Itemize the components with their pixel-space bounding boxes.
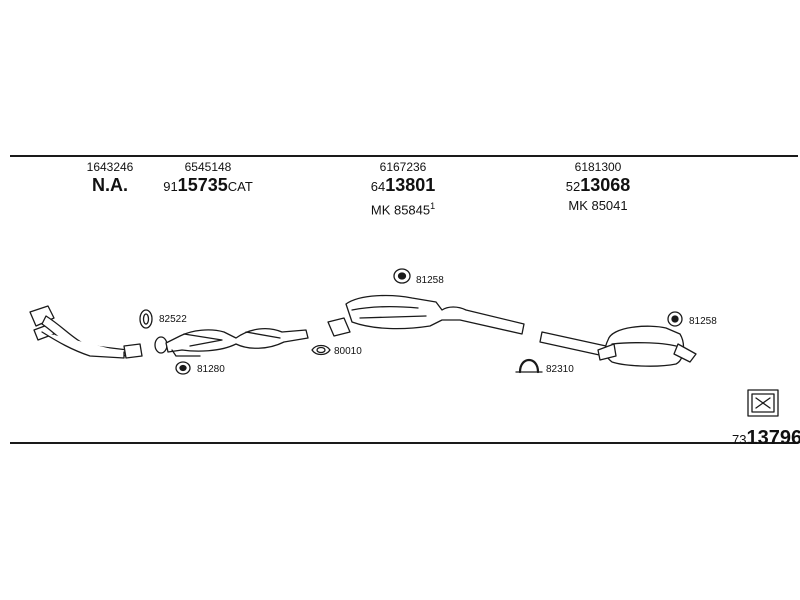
mounting-kit-number: MK 85041 bbox=[568, 198, 628, 213]
mounting-kit: MK 858451 bbox=[371, 198, 436, 218]
header-column-1: 1643246 N.A. bbox=[87, 160, 134, 196]
mounting-kit: MK 85041 bbox=[566, 198, 631, 214]
u-clamp-icon bbox=[515, 358, 543, 374]
part-label-gasket-2: 80010 bbox=[334, 346, 362, 357]
top-rule bbox=[10, 155, 798, 157]
part-number-main: 15735 bbox=[177, 175, 228, 195]
rubber-mount-icon bbox=[393, 268, 411, 284]
part-label-mount: 81258 bbox=[416, 275, 444, 286]
original-ref: 1643246 bbox=[86, 160, 134, 174]
part-number-prefix: 52 bbox=[565, 179, 581, 194]
part-label-gasket: 82522 bbox=[159, 314, 187, 325]
logo-icon bbox=[747, 389, 779, 417]
rubber-mount-icon-rear bbox=[667, 311, 683, 327]
header-column-3: 6167236 6413801 MK 858451 bbox=[371, 160, 436, 218]
part-number-suffix: CAT bbox=[227, 179, 253, 194]
catalytic-converter bbox=[165, 327, 309, 357]
footnote-mark: 1 bbox=[430, 201, 436, 211]
part-number-main: 13801 bbox=[385, 175, 436, 195]
part-label-mount-rear: 81258 bbox=[689, 316, 717, 327]
part-number-main: 13068 bbox=[580, 175, 631, 195]
center-silencer bbox=[327, 294, 525, 337]
gasket-icon-80010 bbox=[311, 344, 331, 356]
clamp-icon bbox=[175, 361, 191, 375]
part-number: 6413801 bbox=[371, 174, 436, 198]
header-column-2: 6545148 9115735CAT bbox=[163, 160, 253, 198]
front-pipe bbox=[29, 305, 143, 359]
original-ref: 6545148 bbox=[184, 160, 232, 174]
part-label-clamp: 81280 bbox=[197, 364, 225, 375]
kit-number-prefix: 73 bbox=[732, 432, 747, 447]
mounting-kit-number: MK 85845 bbox=[370, 202, 431, 218]
kit-number: 7313796 bbox=[732, 427, 800, 450]
part-number: N.A. bbox=[92, 175, 128, 195]
part-number: 9115735CAT bbox=[163, 174, 253, 198]
original-ref: 6181300 bbox=[574, 160, 622, 174]
part-number: 5213068 bbox=[566, 174, 631, 198]
bottom-rule bbox=[10, 442, 798, 444]
flange-icon bbox=[154, 336, 168, 354]
kit-number-main: 13796 bbox=[746, 427, 800, 449]
header-column-4: 6181300 5213068 MK 85041 bbox=[566, 160, 631, 214]
part-label-u-clamp: 82310 bbox=[546, 364, 574, 375]
original-ref: 6167236 bbox=[379, 160, 427, 174]
part-number-prefix: 91 bbox=[163, 179, 178, 194]
part-number-prefix: 64 bbox=[370, 179, 386, 194]
rear-silencer bbox=[539, 325, 697, 367]
